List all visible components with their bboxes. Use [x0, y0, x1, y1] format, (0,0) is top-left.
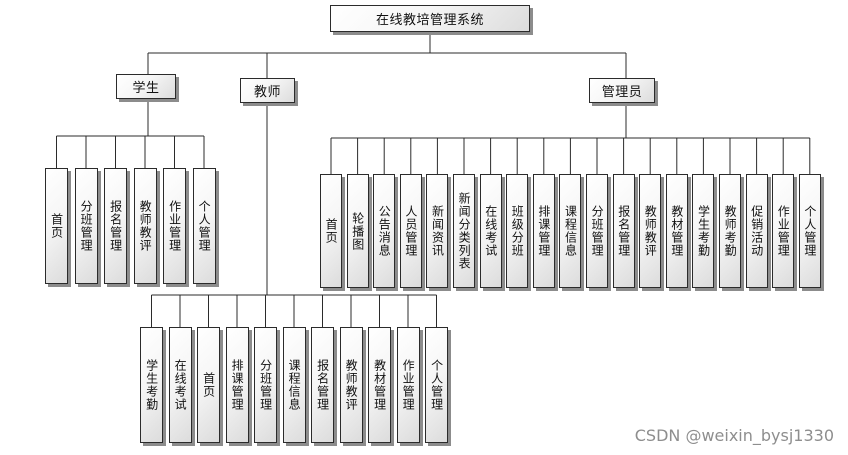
- student-item: 分班管理: [74, 168, 98, 284]
- admin-item: 报名管理: [612, 174, 635, 288]
- admin-item: 排课管理: [532, 174, 555, 288]
- admin-item: 教师教评: [639, 174, 662, 288]
- admin-item: 课程信息: [559, 174, 582, 288]
- student-item: 教师教评: [133, 168, 157, 284]
- admin-item: 公告消息: [373, 174, 396, 288]
- admin-item: 新闻资讯: [426, 174, 449, 288]
- student-item: 首页: [45, 168, 68, 284]
- admin-item: 促销活动: [745, 174, 768, 288]
- admin-item: 人员管理: [399, 174, 422, 288]
- teacher-item: 教材管理: [368, 327, 391, 443]
- admin-item: 分班管理: [586, 174, 608, 288]
- teacher-item: 作业管理: [396, 327, 420, 443]
- watermark: CSDN @weixin_bysj1330: [634, 426, 834, 445]
- teacher-item: 教师教评: [339, 327, 363, 443]
- root-node: 在线教培管理系统: [330, 5, 530, 32]
- teacher-item: 报名管理: [311, 327, 334, 443]
- teacher-item: 在线考试: [168, 327, 192, 443]
- student-item: 个人管理: [192, 168, 216, 284]
- admin-group-node: 管理员: [589, 78, 655, 103]
- teacher-item: 课程信息: [282, 327, 306, 443]
- admin-item: 个人管理: [798, 174, 821, 288]
- teacher-item: 分班管理: [254, 327, 277, 443]
- admin-item: 班级分班: [506, 174, 529, 288]
- teacher-item: 首页: [197, 327, 220, 443]
- admin-item: 教材管理: [665, 174, 688, 288]
- admin-item: 新闻分类列表: [453, 174, 475, 288]
- admin-item: 教师考勤: [719, 174, 741, 288]
- admin-item: 首页: [320, 174, 342, 288]
- student-item: 作业管理: [163, 168, 186, 284]
- admin-item: 学生考勤: [692, 174, 715, 288]
- teacher-item: 个人管理: [425, 327, 448, 443]
- teacher-item: 排课管理: [225, 327, 249, 443]
- admin-item: 轮播图: [346, 174, 369, 288]
- student-group-node: 学生: [116, 74, 176, 99]
- student-item: 报名管理: [104, 168, 127, 284]
- teacher-group-node: 教师: [240, 78, 295, 103]
- teacher-item: 学生考勤: [140, 327, 163, 443]
- admin-item: 在线考试: [479, 174, 502, 288]
- admin-item: 作业管理: [772, 174, 795, 288]
